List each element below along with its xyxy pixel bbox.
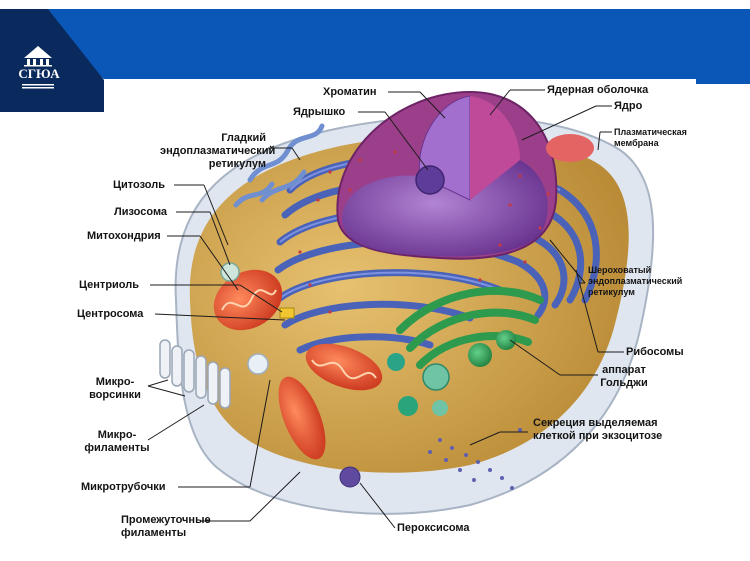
label-cytosol: Цитозоль — [113, 179, 166, 191]
lysosome — [220, 262, 240, 282]
label-nuclear-envelope: Ядерная оболочка — [547, 84, 649, 96]
secretion-particles — [428, 428, 522, 490]
label-nucleolus: Ядрышко — [293, 106, 346, 118]
golgi-vesicles — [387, 330, 516, 416]
label-mitochondrion: Митохондрия — [87, 230, 161, 242]
vesicle-top — [546, 134, 594, 162]
nucleus — [336, 90, 558, 260]
smooth-er — [233, 123, 325, 208]
peroxisome — [339, 466, 361, 488]
label-chromatin: Хроматин — [323, 86, 377, 98]
leader-lines — [147, 89, 624, 529]
microvilli — [159, 339, 231, 409]
label-peroxisome: Пероксисома — [397, 522, 470, 534]
logo-text: СГЮА — [18, 66, 60, 81]
label-centrosome: Центросома — [77, 308, 144, 320]
label-microtubules: Микротрубочки — [81, 481, 166, 493]
label-lysosome: Лизосома — [114, 206, 168, 218]
centriole — [279, 307, 295, 319]
label-ribosomes: Рибосомы — [626, 346, 684, 358]
label-microvilli: Микро-ворсинки — [89, 376, 141, 401]
label-centriole: Центриоль — [79, 279, 139, 291]
vesicle-center — [247, 353, 269, 375]
golgi-apparatus — [396, 286, 544, 369]
label-nucleus: Ядро — [614, 100, 643, 112]
mitochondria — [213, 269, 383, 460]
ribosome-dots — [298, 150, 550, 314]
label-microfilaments: Микро-филаменты — [84, 429, 150, 454]
